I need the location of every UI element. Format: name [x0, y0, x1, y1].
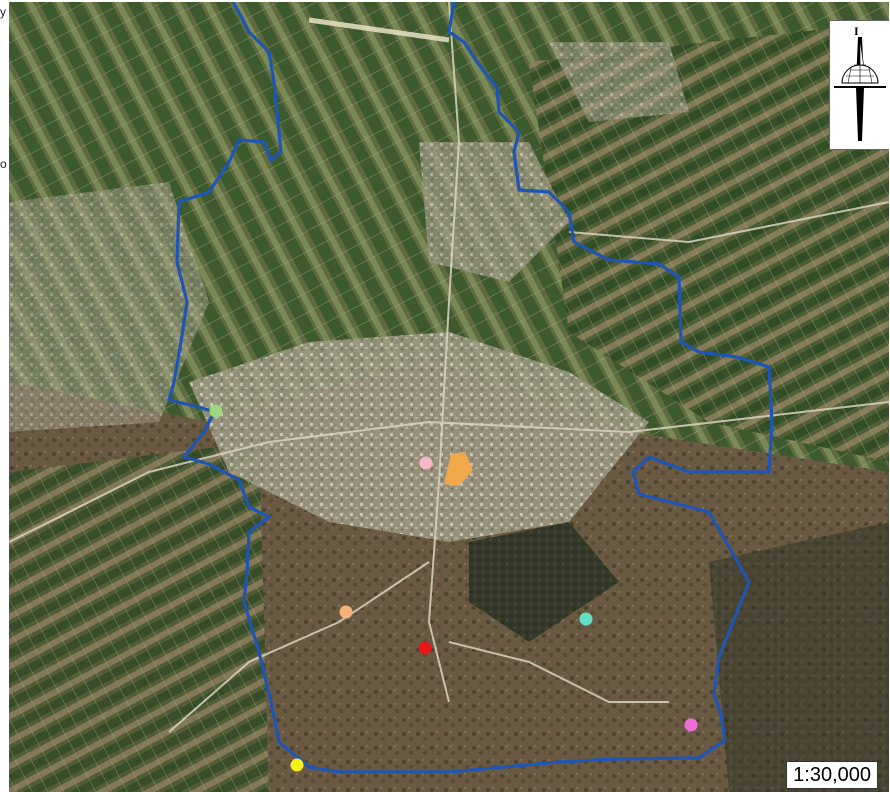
marker-red[interactable]	[418, 641, 432, 655]
marker-pink[interactable]	[419, 456, 433, 470]
village-northeast	[549, 42, 689, 122]
marker-magenta[interactable]	[684, 718, 698, 732]
edge-text-middle: o	[0, 157, 7, 171]
marker-teal[interactable]	[579, 612, 593, 626]
forest-patch	[469, 522, 619, 642]
satellite-map[interactable]: I 1:30,000	[9, 2, 889, 792]
village-west	[9, 182, 209, 432]
forest-southeast	[709, 522, 889, 792]
compass-icon: I	[834, 24, 886, 141]
farmland-southwest	[9, 442, 269, 792]
scale-bar-label: 1:30,000	[786, 761, 878, 789]
farmland-northeast	[529, 22, 889, 462]
municipal-boundary[interactable]	[167, 2, 774, 774]
edge-text-top: y	[0, 5, 6, 19]
marker-green[interactable]	[209, 404, 223, 418]
north-arrow: I	[829, 20, 889, 150]
north-letter: I	[854, 24, 859, 38]
marker-yellow[interactable]	[290, 758, 304, 772]
map-canvas[interactable]	[9, 2, 889, 792]
town-center	[189, 332, 649, 542]
marker-orange[interactable]	[339, 605, 353, 619]
orange-zone[interactable]	[444, 452, 473, 486]
road-network	[9, 2, 889, 733]
